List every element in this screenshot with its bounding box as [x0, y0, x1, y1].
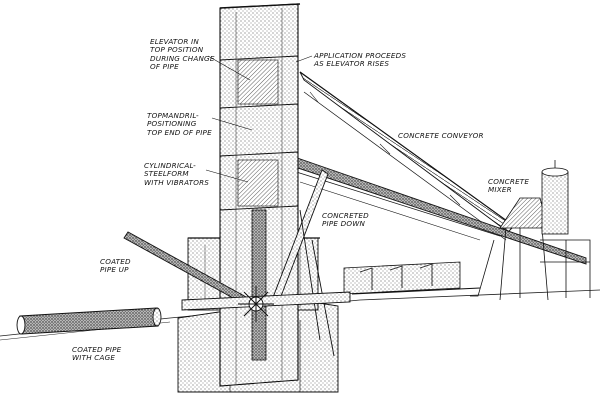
label-concrete-mixer: CONCRETE MIXER: [488, 177, 530, 195]
horizontal-pipe: [181, 291, 351, 311]
label-concreted-pipe-down: CONCRETED PIPE DOWN: [322, 211, 369, 229]
label-coated-pipe-up: COATED PIPE UP: [100, 257, 131, 275]
label-concrete-conveyor: CONCRETE CONVEYOR: [398, 131, 484, 140]
hopper-row: [343, 261, 481, 295]
label-elevator-top: ELEVATOR IN TOP POSITION DURING CHANGE O…: [150, 37, 215, 72]
label-application-proceeds: APPLICATION PROCEEDS AS ELEVATOR RISES: [314, 51, 407, 69]
central-tower: [219, 3, 301, 387]
label-steelform: CYLINDRICAL- STEELFORM WITH VIBRATORS: [144, 161, 210, 187]
label-topmandril: TOPMANDRIL- POSITIONING TOP END OF PIPE: [147, 111, 212, 137]
turntable-star: [238, 286, 274, 322]
label-coated-pipe-with-cage: COATED PIPE WITH CAGE: [72, 345, 122, 363]
coated-pipe-with-cage: [16, 307, 162, 335]
leader-lines: [205, 55, 313, 183]
concrete-mixer-plant: [470, 160, 591, 301]
